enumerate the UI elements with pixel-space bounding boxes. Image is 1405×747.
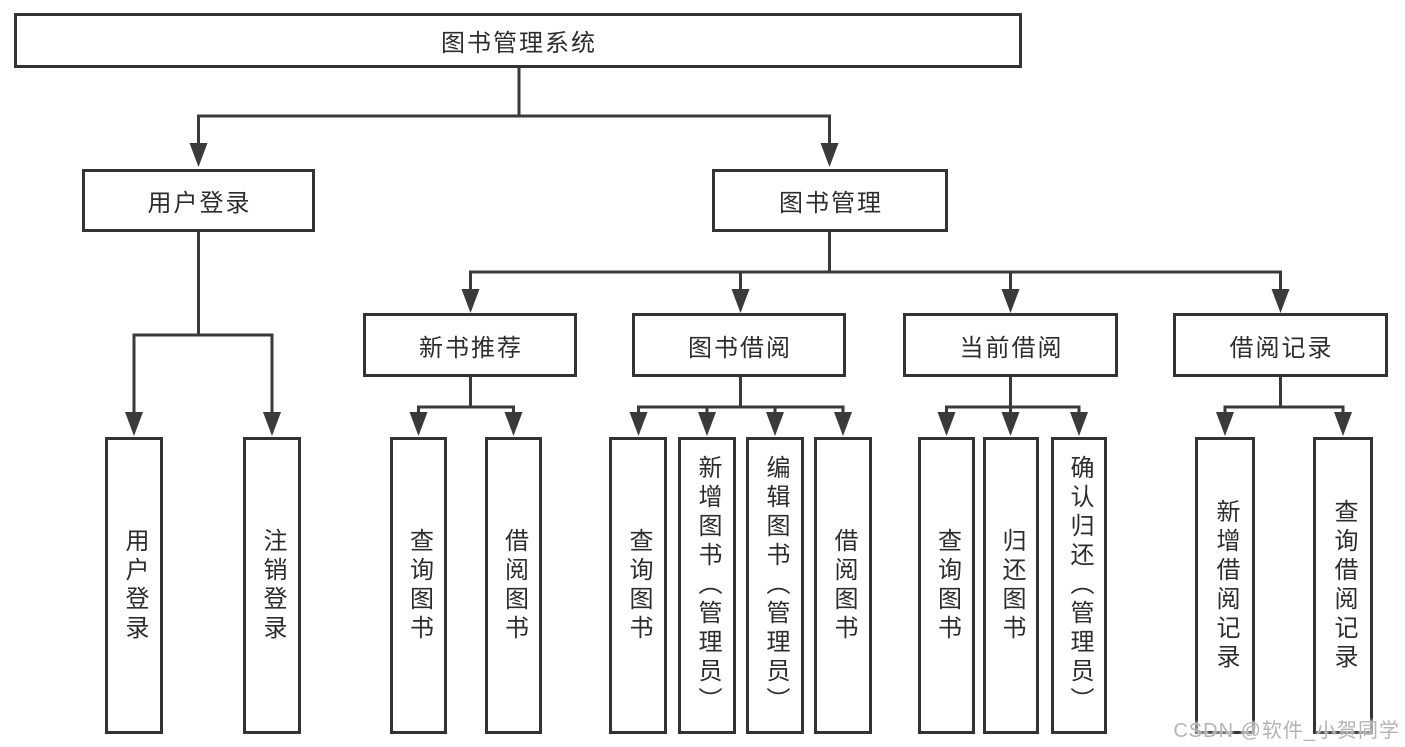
arrow-down-icon (1216, 412, 1234, 436)
node-root-system: 图书管理系统 (14, 13, 1022, 68)
arrow-down-icon (125, 412, 143, 436)
csdn-watermark: CSDN @软件_小贺同学 (1173, 720, 1400, 742)
connector-root-to-level2 (197, 68, 831, 150)
node-label: 图书管理系统 (441, 30, 597, 57)
node-label: 用户登录 (147, 190, 252, 217)
node-label: 新增图书（管理员） (694, 455, 721, 716)
node-label: 图书借阅 (688, 334, 792, 362)
node-book-management: 图书管理 (712, 169, 948, 232)
node-label: 查询图书 (625, 527, 652, 644)
connector-newbook-to-leaves (417, 377, 515, 418)
leaf-query-books-current: 查询图书 (918, 437, 975, 734)
connector-current-to-leaves (945, 377, 1081, 418)
leaf-query-books-recommend: 查询图书 (390, 437, 447, 734)
node-label: 查询图书 (405, 527, 433, 644)
arrow-down-icon (1271, 289, 1290, 313)
node-label: 用户登录 (121, 527, 148, 644)
leaf-add-books-admin: 新增图书（管理员） (678, 437, 736, 734)
leaf-confirm-return-admin: 确认归还（管理员） (1051, 437, 1107, 734)
arrow-down-icon (834, 412, 852, 436)
arrow-down-icon (1001, 289, 1020, 313)
node-label: 新书推荐 (419, 334, 523, 362)
leaf-query-books-borrowing: 查询图书 (609, 437, 667, 734)
node-current-borrowing: 当前借阅 (903, 313, 1118, 377)
arrow-down-icon (1334, 412, 1352, 436)
node-borrowing-records: 借阅记录 (1173, 313, 1388, 377)
node-label: 借阅图书 (830, 527, 857, 644)
leaf-return-books: 归还图书 (983, 437, 1039, 734)
node-label: 注销登录 (259, 527, 286, 644)
node-label: 新增借阅记录 (1212, 498, 1239, 673)
node-label: 查询图书 (933, 527, 961, 644)
arrow-down-icon (731, 289, 750, 313)
connector-bookmgmt-to-level3 (469, 232, 1282, 294)
leaf-edit-books-admin: 编辑图书（管理员） (746, 437, 804, 734)
node-label: 借阅图书 (500, 527, 528, 644)
arrow-down-icon (766, 412, 784, 436)
leaf-user-login: 用户登录 (105, 437, 163, 734)
node-book-borrowing: 图书借阅 (632, 313, 846, 377)
connector-records-to-leaves (1223, 377, 1345, 418)
leaf-add-borrow-record: 新增借阅记录 (1195, 437, 1255, 734)
connector-borrowing-to-leaves (637, 377, 845, 418)
arrow-down-icon (1070, 412, 1088, 436)
connector-userlogin-to-leaves (132, 232, 274, 418)
arrow-down-icon (937, 412, 956, 436)
node-label: 当前借阅 (959, 334, 1064, 362)
leaf-borrow-books-recommend: 借阅图书 (485, 437, 542, 734)
node-label: 查询借阅记录 (1330, 498, 1357, 673)
arrow-down-icon (698, 412, 716, 436)
leaf-query-borrow-record: 查询借阅记录 (1313, 437, 1373, 734)
node-label: 图书管理 (779, 190, 883, 217)
leaf-logout: 注销登录 (243, 437, 301, 734)
arrowheads (125, 143, 1352, 436)
node-label: 归还图书 (998, 527, 1025, 644)
arrow-down-icon (1001, 412, 1020, 436)
node-label: 编辑图书（管理员） (762, 455, 789, 716)
leaf-borrow-books-borrowing: 借阅图书 (814, 437, 872, 734)
node-label: 借阅记录 (1229, 334, 1334, 362)
node-user-login: 用户登录 (82, 169, 315, 232)
arrow-down-icon (409, 412, 428, 436)
arrow-down-icon (820, 143, 839, 167)
arrow-down-icon (504, 412, 523, 436)
arrow-down-icon (629, 412, 648, 436)
node-label: 确认归还（管理员） (1066, 455, 1093, 716)
arrow-down-icon (189, 143, 208, 167)
node-new-book-recommend: 新书推荐 (363, 313, 577, 377)
arrow-down-icon (263, 412, 281, 436)
arrow-down-icon (461, 289, 480, 313)
